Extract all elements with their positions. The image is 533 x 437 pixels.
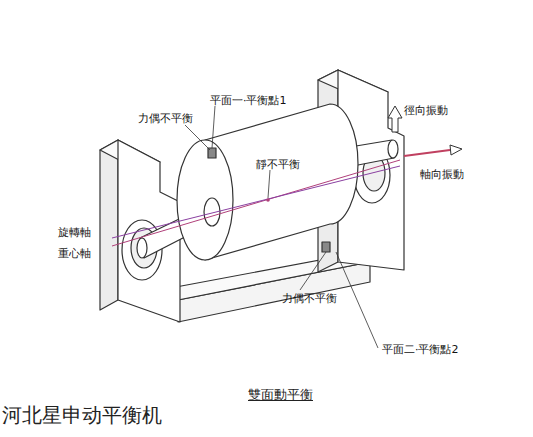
part-label: 力偶不平衡 (282, 292, 337, 305)
leader-line (268, 170, 270, 198)
leader-line (300, 252, 326, 290)
part-label: 平面一·平衡點1 (210, 94, 287, 107)
radial-arrow (388, 106, 402, 132)
machine (100, 70, 404, 322)
watermark: 河北星申动平衡机 (2, 402, 162, 429)
rotor-end-face (177, 140, 233, 260)
part-label: 徑向振動 (404, 104, 448, 117)
center-of-mass (266, 198, 270, 202)
part-label: 軸向振動 (420, 168, 464, 181)
axial-arrow-head (450, 145, 462, 155)
gravity-axis (112, 166, 400, 238)
figure-caption: 雙面動平衡 (248, 386, 313, 404)
part-label: 旋轉軸 (58, 226, 91, 239)
left-shaft-end (137, 238, 147, 258)
right-shaft-end (388, 140, 398, 158)
balance-weight (322, 242, 330, 252)
leader-line (212, 106, 215, 148)
leader-lines (185, 106, 378, 348)
part-label: 重心軸 (58, 247, 91, 260)
leader-line (185, 125, 210, 150)
axial-arrow-shaft (404, 150, 450, 156)
part-label: 力偶不平衡 (138, 112, 193, 125)
part-label: 靜不平衡 (256, 158, 300, 171)
left-pedestal-side (100, 140, 118, 310)
part-label: 平面二·平衡點2 (382, 343, 459, 356)
leader-line (336, 252, 378, 348)
rotation-axis (112, 160, 400, 246)
